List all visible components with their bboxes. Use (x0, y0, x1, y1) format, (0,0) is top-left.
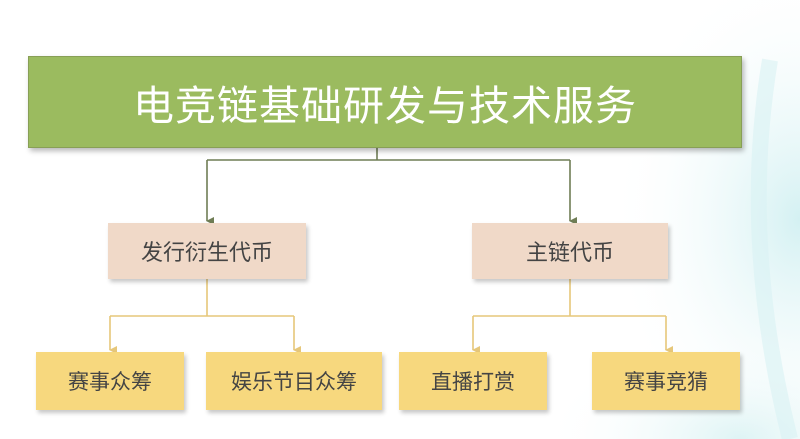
root-node-label: 电竞链基础研发与技术服务 (133, 82, 637, 130)
leaf-node-label: 直播打赏 (431, 370, 515, 394)
branch-1-connector (109, 279, 301, 354)
leaf-node-show-crowdfunding: 娱乐节目众筹 (206, 352, 382, 410)
branch-2-connector (472, 279, 673, 354)
leaf-node-event-betting: 赛事竞猜 (592, 352, 740, 410)
branch-node-label: 主链代币 (525, 241, 614, 266)
branch-node-mainchain-token: 主链代币 (472, 223, 668, 279)
branch-node-derivative-token: 发行衍生代币 (108, 223, 306, 279)
leaf-node-label: 赛事竞猜 (624, 370, 708, 394)
leaf-node-label: 娱乐节目众筹 (231, 370, 357, 394)
leaf-node-live-tipping: 直播打赏 (399, 352, 547, 410)
root-connector (206, 148, 577, 225)
leaf-node-label: 赛事众筹 (68, 370, 152, 394)
leaf-node-event-crowdfunding: 赛事众筹 (36, 352, 184, 410)
branch-node-label: 发行衍生代币 (140, 241, 273, 266)
root-node: 电竞链基础研发与技术服务 (28, 56, 742, 148)
